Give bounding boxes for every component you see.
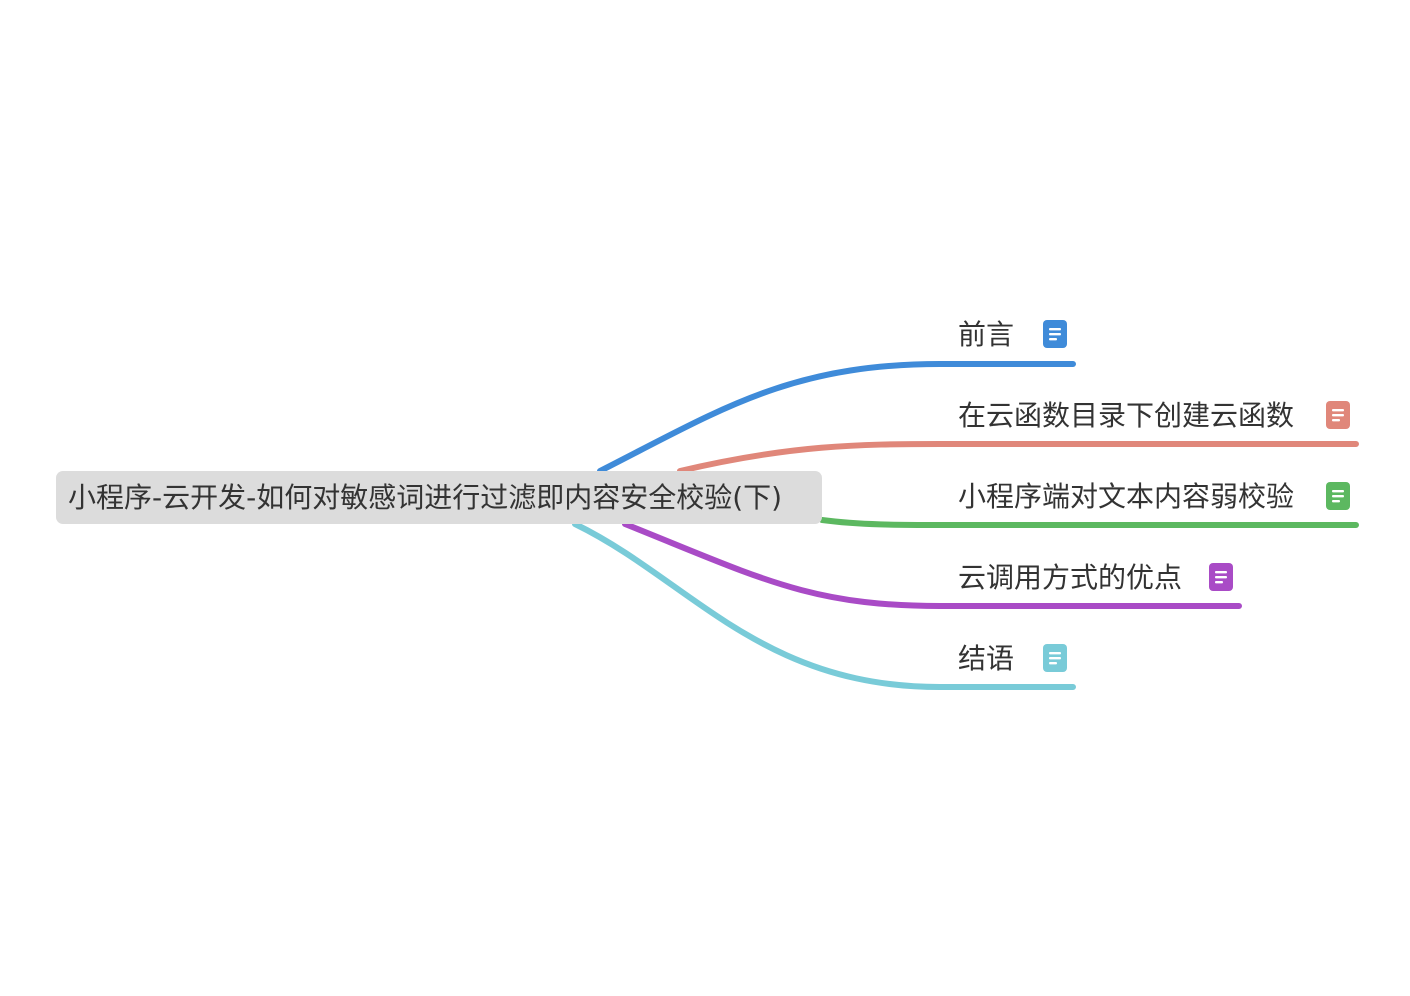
note-glyph [1049,328,1061,341]
branch-topic-0[interactable]: 前言 [958,315,1014,355]
note-icon[interactable] [1326,482,1350,510]
branch-label-1: 在云函数目录下创建云函数 [958,399,1295,432]
branch-label-2: 小程序端对文本内容弱校验 [958,480,1295,513]
note-glyph [1049,652,1061,665]
branch-label-4: 结语 [958,642,1015,675]
note-glyph [1215,571,1227,584]
branch-connector-1 [677,441,1359,474]
root-topic-label: 小程序-云开发-如何对敏感词进行过滤即内容安全校验(下) [68,481,783,514]
note-glyph [1332,409,1344,422]
branch-topic-2[interactable]: 小程序端对文本内容弱校验 [958,477,1294,517]
branch-topic-3[interactable]: 云调用方式的优点 [958,558,1182,598]
branch-label-3: 云调用方式的优点 [958,561,1183,594]
note-icon[interactable] [1326,401,1350,429]
branch-connector-4 [572,521,1076,690]
branch-label-0: 前言 [958,318,1015,351]
note-glyph [1332,490,1344,503]
note-icon[interactable] [1209,563,1233,591]
root-topic[interactable]: 小程序-云开发-如何对敏感词进行过滤即内容安全校验(下) [56,471,822,524]
note-icon[interactable] [1043,644,1067,672]
note-icon[interactable] [1043,320,1067,348]
branch-topic-1[interactable]: 在云函数目录下创建云函数 [958,396,1294,436]
branch-topic-4[interactable]: 结语 [958,639,1014,679]
branch-connector-2 [819,517,1359,528]
branch-connector-0 [597,361,1076,474]
branch-connector-3 [622,521,1242,609]
